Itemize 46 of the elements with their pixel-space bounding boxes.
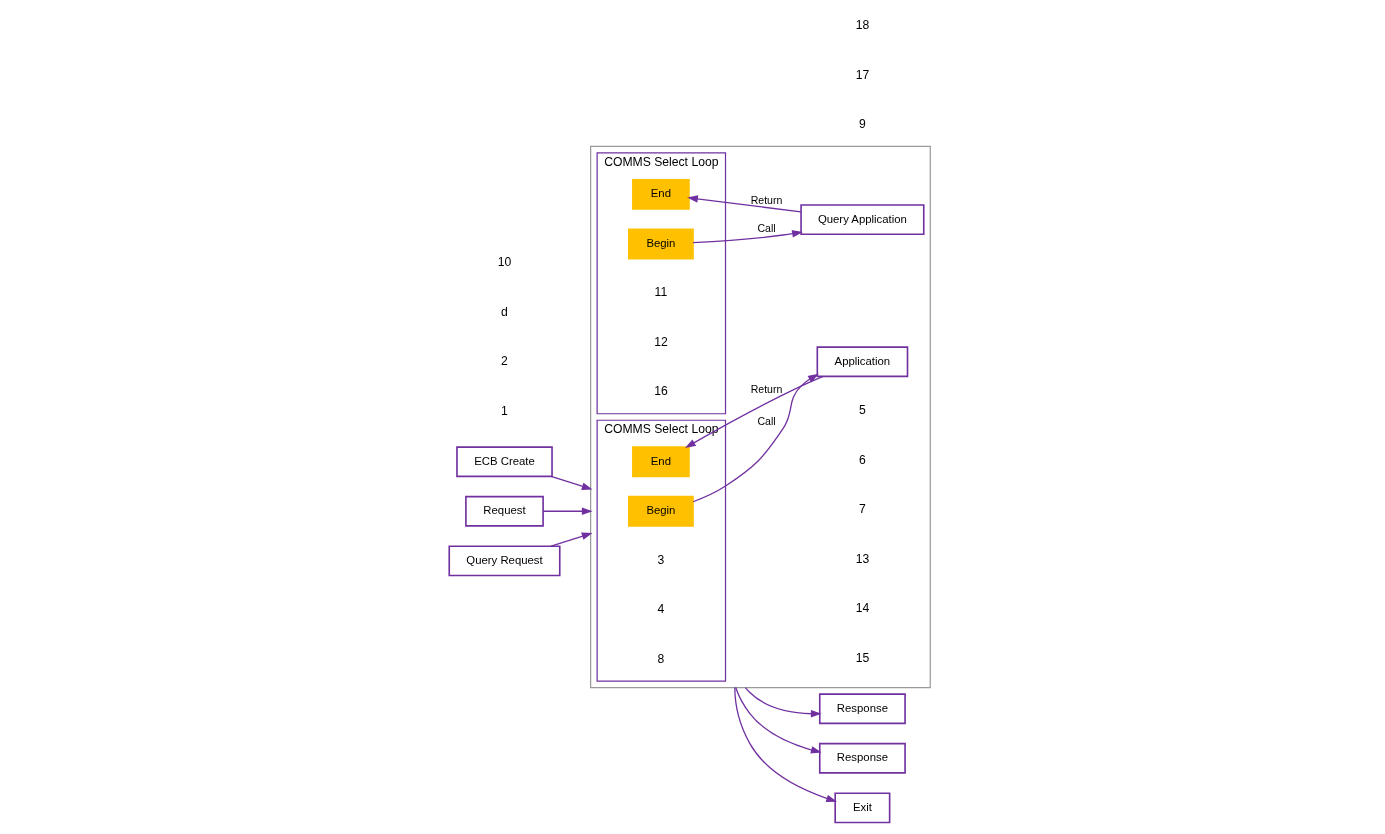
arrow [692, 373, 819, 503]
arrow [733, 686, 837, 802]
node-box: Response [818, 693, 906, 725]
label: 13 [855, 551, 869, 566]
label: 16 [653, 384, 668, 399]
cluster [589, 145, 931, 689]
node-box: Query Request [447, 545, 561, 577]
label: 10 [497, 255, 511, 270]
edge-label: Call [756, 222, 776, 235]
edge-label: Call [756, 415, 776, 428]
label: 9 [858, 117, 866, 132]
arrow [744, 686, 822, 718]
label: 7 [858, 502, 866, 517]
label: 12 [653, 334, 668, 349]
arrow [734, 686, 822, 754]
node-box: ECB Create [455, 446, 553, 478]
label: 17 [855, 67, 869, 82]
label: 1 [500, 403, 508, 418]
label: 3 [657, 552, 664, 567]
arrow [549, 475, 592, 490]
label: 5 [858, 403, 866, 418]
node-box: End [631, 446, 690, 478]
label: 14 [855, 601, 869, 616]
node-box: Begin [627, 228, 694, 260]
label: 4 [657, 602, 664, 617]
label: 15 [855, 650, 869, 665]
edge-label: Return [750, 193, 782, 206]
label: 2 [500, 354, 508, 369]
edge-label: Return [750, 382, 782, 395]
label: 18 [855, 18, 869, 33]
node-box: End [631, 178, 690, 210]
node-box: Exit [833, 792, 890, 824]
label: d [500, 304, 508, 319]
arrow [686, 195, 802, 213]
label: 8 [657, 651, 664, 666]
arrow [691, 229, 803, 244]
node-box: Application [816, 346, 908, 378]
node-box: Query Application [799, 204, 925, 235]
arrow [684, 375, 824, 448]
node-box: Request [464, 495, 544, 527]
label: 6 [858, 452, 866, 467]
arrow [549, 532, 592, 547]
arrow [542, 507, 593, 515]
node-box: Begin [627, 495, 694, 527]
label: 11 [654, 285, 667, 300]
node-box: Response [818, 742, 906, 774]
